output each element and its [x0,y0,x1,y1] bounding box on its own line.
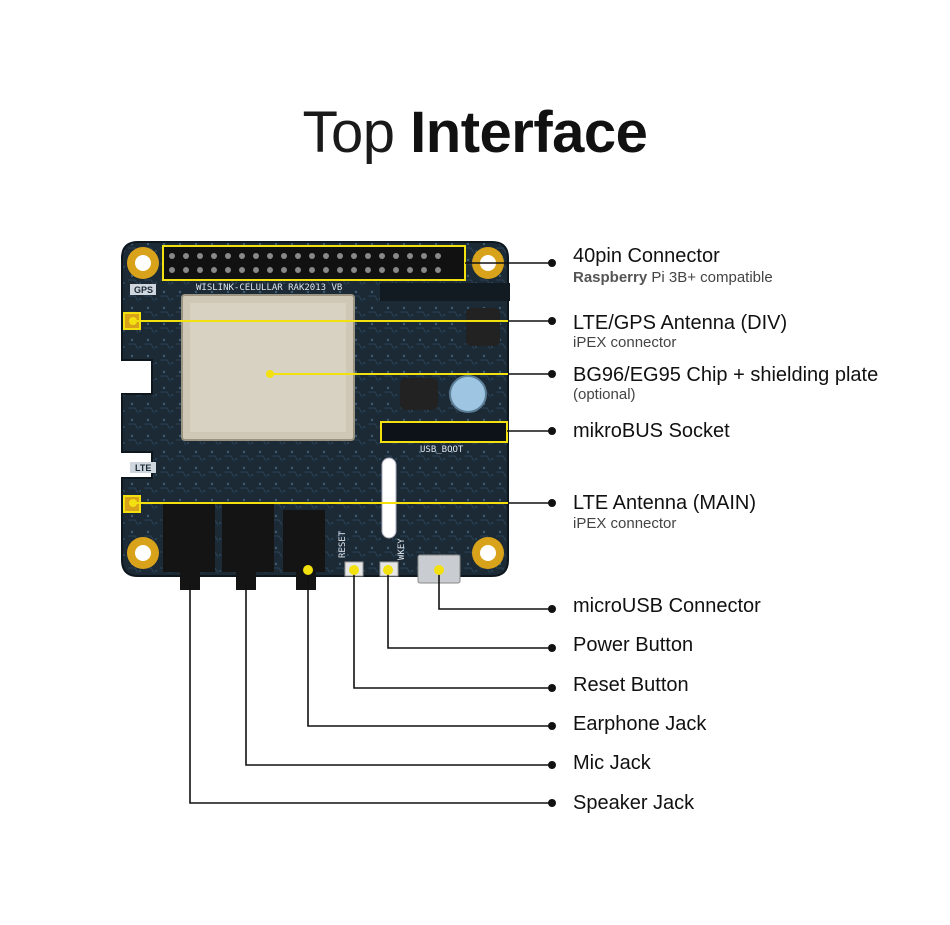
callout-bg96-chip-sub: (optional) [573,386,636,403]
callout-lines-on-board [133,320,508,504]
silkscreen-title: WISLINK-CELULLAR RAK2013 VB [196,283,342,293]
inductor-1 [400,378,438,410]
mikrobus-socket [380,421,508,443]
callout-40pin-sub-rest: Pi 3B+ compatible [647,269,773,286]
callout-lte-gps-antenna-sub: iPEX connector [573,334,677,351]
title-bold: Interface [410,100,648,165]
callout-speaker-jack: Speaker Jack [573,792,695,814]
inductor-2 [466,308,500,346]
gps-tag [130,284,156,295]
callout-40pin-sub-bold: Raspberry [573,269,648,286]
callout-mikrobus: mikroBUS Socket [573,420,730,442]
callout-mic-jack: Mic Jack [573,752,651,774]
wkey-label: WKEY [397,538,407,560]
callout-bg96-chip: BG96/EG95 Chip + shielding plate [573,364,879,386]
callout-lte-antenna-main: LTE Antenna (MAIN) [573,492,757,514]
audio-jacks [163,502,325,590]
callout-dots [129,259,556,807]
gps-tag-label: GPS [134,285,153,295]
lte-tag [130,462,156,473]
reset-label: RESET [338,530,348,558]
callout-reset-button: Reset Button [573,674,689,696]
callout-microusb: microUSB Connector [573,595,761,617]
callout-40pin: 40pin Connector [573,245,720,267]
callout-lte-antenna-main-sub: iPEX connector [573,515,677,532]
side-header [380,283,510,301]
page-title: Top Interface [0,98,950,168]
callout-earphone-jack: Earphone Jack [573,713,707,735]
board-slot [381,457,397,539]
lte-tag-label: LTE [135,463,151,473]
electrolytic-capacitor [449,375,487,413]
bg96-shield-inner [190,303,346,432]
pin-header-40 [162,245,466,281]
callout-40pin-sub: Raspberry Pi 3B+ compatible [573,269,773,286]
title-light: Top [302,100,396,165]
callout-lte-gps-antenna: LTE/GPS Antenna (DIV) [573,312,788,334]
callout-power-button: Power Button [573,634,694,656]
usb-boot-label: USB_BOOT [420,445,464,455]
